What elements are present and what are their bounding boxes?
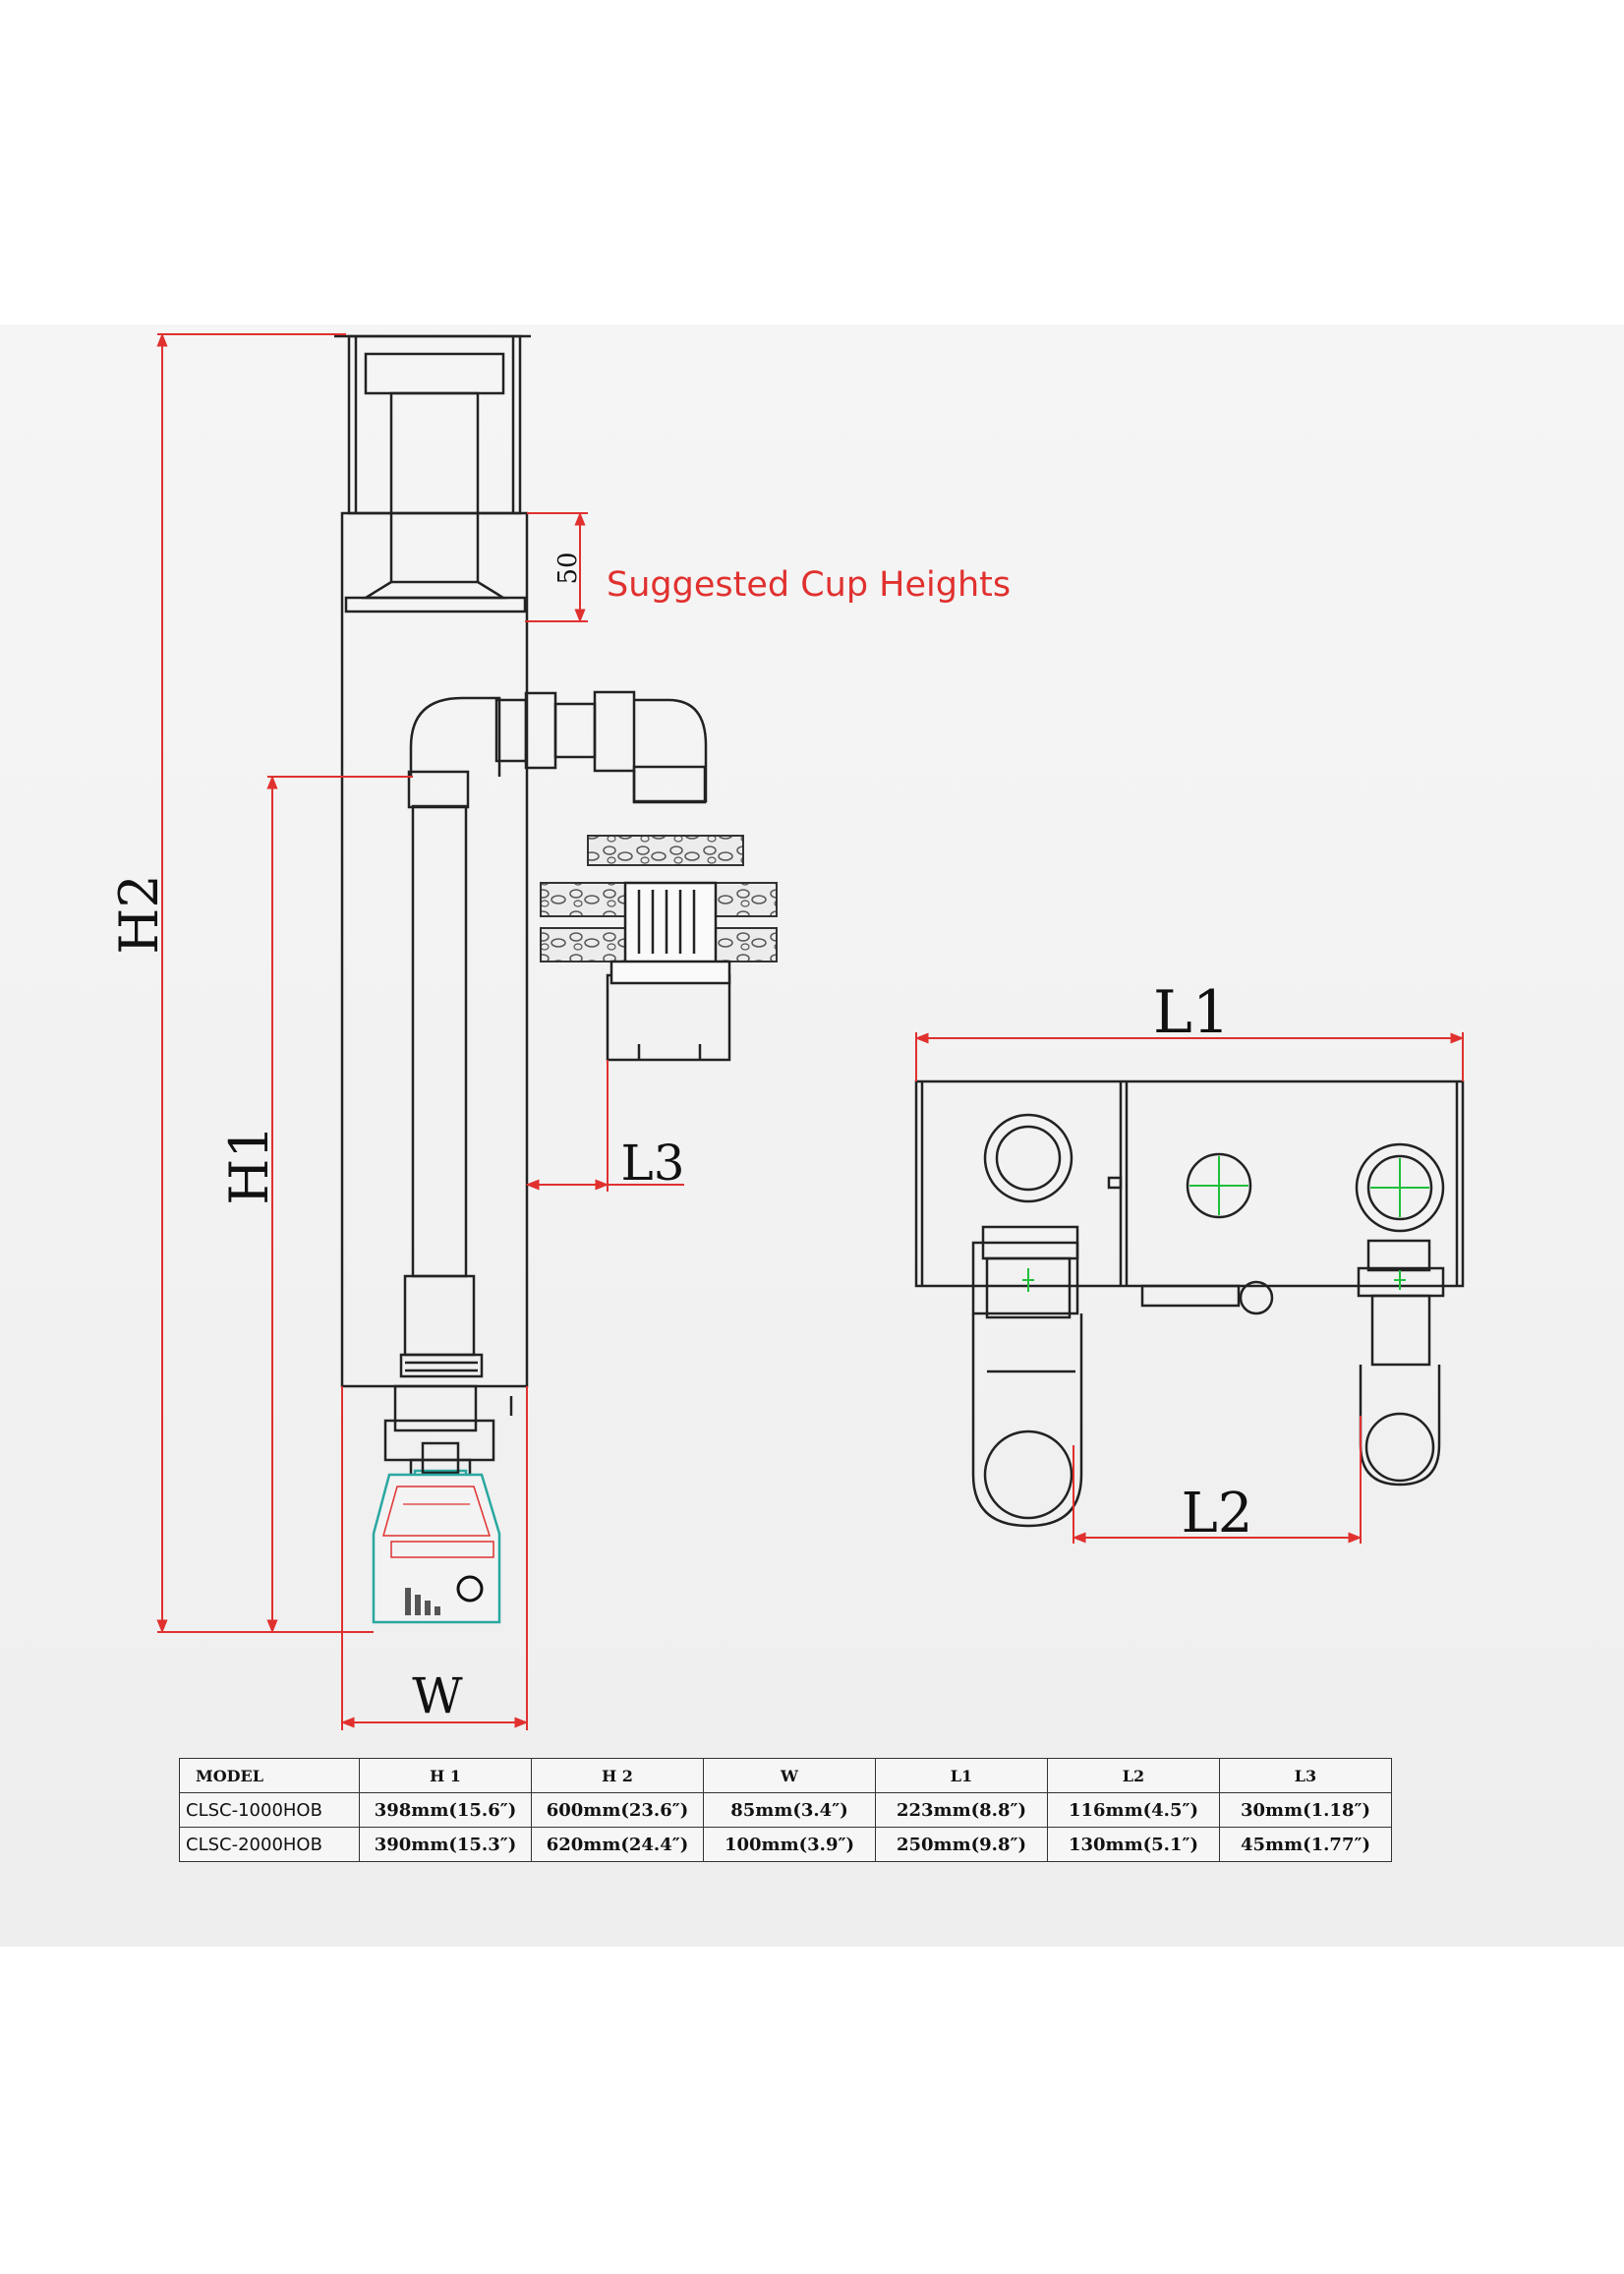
cup-gap-label: 50	[553, 552, 583, 584]
w-label: W	[412, 1667, 463, 1724]
table-cell: CLSC-1000HOB	[179, 1792, 360, 1828]
table-cell: 620mm(24.4″)	[531, 1827, 704, 1862]
table-header-row: MODEL H 1 H 2 W L1 L2 L3	[179, 1758, 1392, 1793]
skimmer-body	[340, 511, 529, 1388]
crosshairs	[1022, 1156, 1429, 1292]
column-header: H 1	[359, 1758, 532, 1793]
h1-label: H1	[218, 1125, 280, 1204]
table-cell: CLSC-2000HOB	[179, 1827, 360, 1862]
table-cell: 130mm(5.1″)	[1047, 1827, 1220, 1862]
table-cell: 398mm(15.6″)	[359, 1792, 532, 1828]
mount-tube	[606, 973, 731, 1062]
h2-label: H2	[108, 874, 170, 954]
l3-label: L3	[620, 1135, 684, 1192]
power-icon	[456, 1575, 484, 1603]
column-header: L1	[875, 1758, 1048, 1793]
column-header: W	[703, 1758, 876, 1793]
table-cell: 600mm(23.6″)	[531, 1792, 704, 1828]
pump-connector	[393, 1384, 478, 1432]
l2-label: L2	[1182, 1482, 1253, 1545]
column-header: L2	[1047, 1758, 1220, 1793]
top-view-body	[914, 1079, 1465, 1288]
dimension-lines-top	[914, 1032, 1465, 1544]
table-row: CLSC-1000HOB 398mm(15.6″) 600mm(23.6″) 8…	[179, 1792, 1392, 1828]
collection-cup	[364, 352, 505, 395]
table-cell: 100mm(3.9″)	[703, 1827, 876, 1862]
column-header: H 2	[531, 1758, 704, 1793]
table-cell: 116mm(4.5″)	[1047, 1792, 1220, 1828]
table-cell: 223mm(8.8″)	[875, 1792, 1048, 1828]
table-row: CLSC-2000HOB 390mm(15.3″) 620mm(24.4″) 1…	[179, 1827, 1392, 1862]
table-cell: 250mm(9.8″)	[875, 1827, 1048, 1862]
dimension-lines-side	[156, 332, 684, 1730]
column-header: L3	[1219, 1758, 1392, 1793]
collection-cup-frame	[347, 334, 522, 515]
vertical-pipe	[411, 804, 468, 1278]
l1-label: L1	[1153, 978, 1230, 1047]
table-cell: 85mm(3.4″)	[703, 1792, 876, 1828]
pump-body	[372, 1473, 501, 1624]
table-cell: 390mm(15.3″)	[359, 1827, 532, 1862]
table-cell: 45mm(1.77″)	[1219, 1827, 1392, 1862]
intake-strainer	[609, 881, 731, 985]
specifications-table: MODEL H 1 H 2 W L1 L2 L3 CLSC-1000HOB 39…	[179, 1758, 1392, 1862]
outlet-elbow-left	[409, 696, 501, 777]
table-cell: 30mm(1.18″)	[1219, 1792, 1392, 1828]
suggested-cup-heights-label: Suggested Cup Heights	[607, 565, 1011, 605]
outlet-elbow-right	[632, 698, 708, 803]
column-header: MODEL	[179, 1758, 360, 1793]
top-view	[914, 1079, 1465, 1528]
